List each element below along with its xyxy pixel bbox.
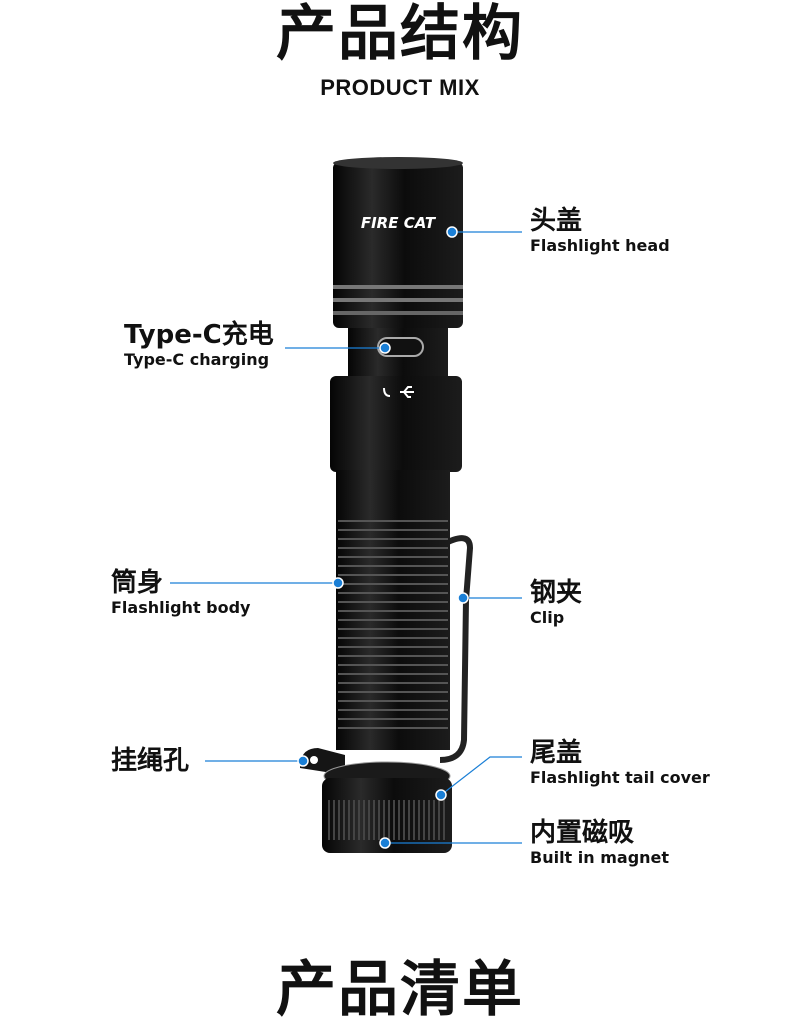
label-magnet: 内置磁吸 Built in magnet: [530, 818, 669, 868]
label-cn: 内置磁吸: [530, 818, 635, 848]
tail-knurl: [363, 800, 365, 840]
callout-lines: [170, 231, 522, 844]
label-clip: 钢夹 Clip: [530, 578, 582, 628]
label-flashlight-body: 筒身 Flashlight body: [111, 568, 250, 618]
body-rib: [338, 538, 448, 540]
label-tail-cover: 尾盖 Flashlight tail cover: [530, 738, 710, 788]
tail-knurl: [333, 800, 335, 840]
flashlight-tail: [322, 761, 452, 853]
label-flashlight-head: 头盖 Flashlight head: [530, 206, 670, 256]
tail-knurl: [423, 800, 425, 840]
body-rib: [338, 547, 448, 549]
next-section-title: 产品清单: [276, 955, 524, 1025]
tail-knurl: [438, 800, 440, 840]
body-rib: [338, 673, 448, 675]
tail-knurl: [393, 800, 395, 840]
tail-knurl: [338, 800, 340, 840]
body-rib: [338, 610, 448, 612]
label-cn: 筒身: [111, 568, 164, 598]
label-en: Flashlight body: [111, 598, 251, 617]
tail-knurl: [343, 800, 345, 840]
label-cn: 挂绳孔: [111, 746, 190, 776]
body-rib: [338, 601, 448, 603]
body-rib: [338, 520, 448, 522]
tail-knurl: [443, 800, 445, 840]
label-en: Type-C charging: [124, 350, 270, 369]
label-lanyard-hole: 挂绳孔: [111, 746, 189, 776]
body-rib: [338, 691, 448, 693]
tail-knurl: [373, 800, 375, 840]
body-rib: [338, 529, 448, 531]
tail-knurl: [388, 800, 390, 840]
body-rib: [338, 655, 448, 657]
label-cn: 钢夹: [530, 578, 583, 608]
flashlight-head: FIRE CAT: [333, 157, 463, 328]
tail-knurl: [348, 800, 350, 840]
label-cn: 尾盖: [530, 738, 583, 768]
tail-knurl: [358, 800, 360, 840]
tail-knurl: [368, 800, 370, 840]
body-rib: [338, 592, 448, 594]
label-en: Built in magnet: [530, 848, 670, 867]
flashlight-neck: [348, 328, 448, 380]
label-en: Flashlight head: [530, 236, 670, 255]
body-rib: [338, 700, 448, 702]
body-rib: [338, 646, 448, 648]
tail-knurl: [398, 800, 400, 840]
label-cn: Type-C充电: [124, 320, 274, 350]
page-subtitle: PRODUCT MIX: [320, 75, 480, 100]
flashlight-body: [336, 470, 450, 750]
body-rib: [338, 727, 448, 729]
usb-icon: [383, 386, 414, 398]
body-rib: [338, 718, 448, 720]
body-rib: [338, 574, 448, 576]
tail-knurl: [328, 800, 330, 840]
tail-knurl: [413, 800, 415, 840]
tail-knurl: [403, 800, 405, 840]
label-en: Flashlight tail cover: [530, 768, 710, 787]
page-title: 产品结构: [276, 0, 524, 69]
tail-knurl: [418, 800, 420, 840]
label-type-c-charging: Type-C充电 Type-C charging: [124, 320, 274, 370]
body-rib: [338, 682, 448, 684]
body-rib: [338, 637, 448, 639]
callout-dots: [297, 226, 469, 849]
body-rib: [338, 556, 448, 558]
body-rib: [338, 709, 448, 711]
body-rib: [338, 619, 448, 621]
body-rib: [338, 628, 448, 630]
brand-logo: FIRE CAT: [361, 214, 437, 232]
body-rib: [338, 664, 448, 666]
tail-knurl: [408, 800, 410, 840]
tail-knurl: [383, 800, 385, 840]
flashlight-diagram: FIRE CAT: [170, 157, 522, 853]
tail-knurl: [353, 800, 355, 840]
label-cn: 头盖: [530, 206, 583, 236]
body-rib: [338, 583, 448, 585]
flashlight-collar: [330, 376, 462, 472]
tail-knurl: [433, 800, 435, 840]
label-en: Clip: [530, 608, 565, 627]
tail-knurl: [428, 800, 430, 840]
tail-knurl: [378, 800, 380, 840]
body-rib: [338, 565, 448, 567]
